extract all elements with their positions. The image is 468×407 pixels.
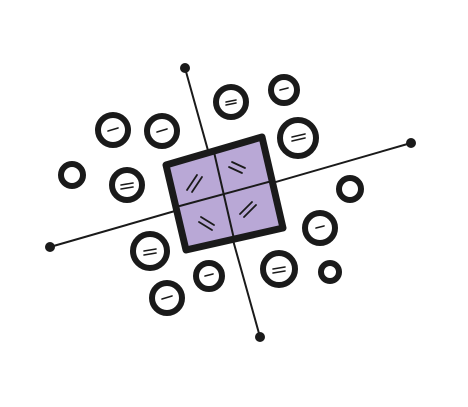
ring-icon (302, 210, 338, 246)
axis-endpoints (45, 63, 416, 342)
ring-icon (260, 250, 298, 288)
axis-endpoint-left (45, 242, 55, 252)
axis-endpoint-bottom (255, 332, 265, 342)
ring-icon (130, 231, 170, 271)
ring-icon (193, 260, 225, 292)
ring-icon (268, 74, 300, 106)
axis-endpoint-right (406, 138, 416, 148)
ring-icon (277, 117, 319, 159)
ring-icon (109, 167, 145, 203)
axis-endpoint-top (180, 63, 190, 73)
ring-icon (213, 84, 249, 120)
ring-icon (318, 260, 342, 284)
ring-icon (336, 175, 364, 203)
ring-icon (58, 161, 86, 189)
ring-dashes (107, 87, 325, 300)
square-hatch-marks (186, 161, 257, 231)
purple-square-icon (162, 133, 287, 254)
